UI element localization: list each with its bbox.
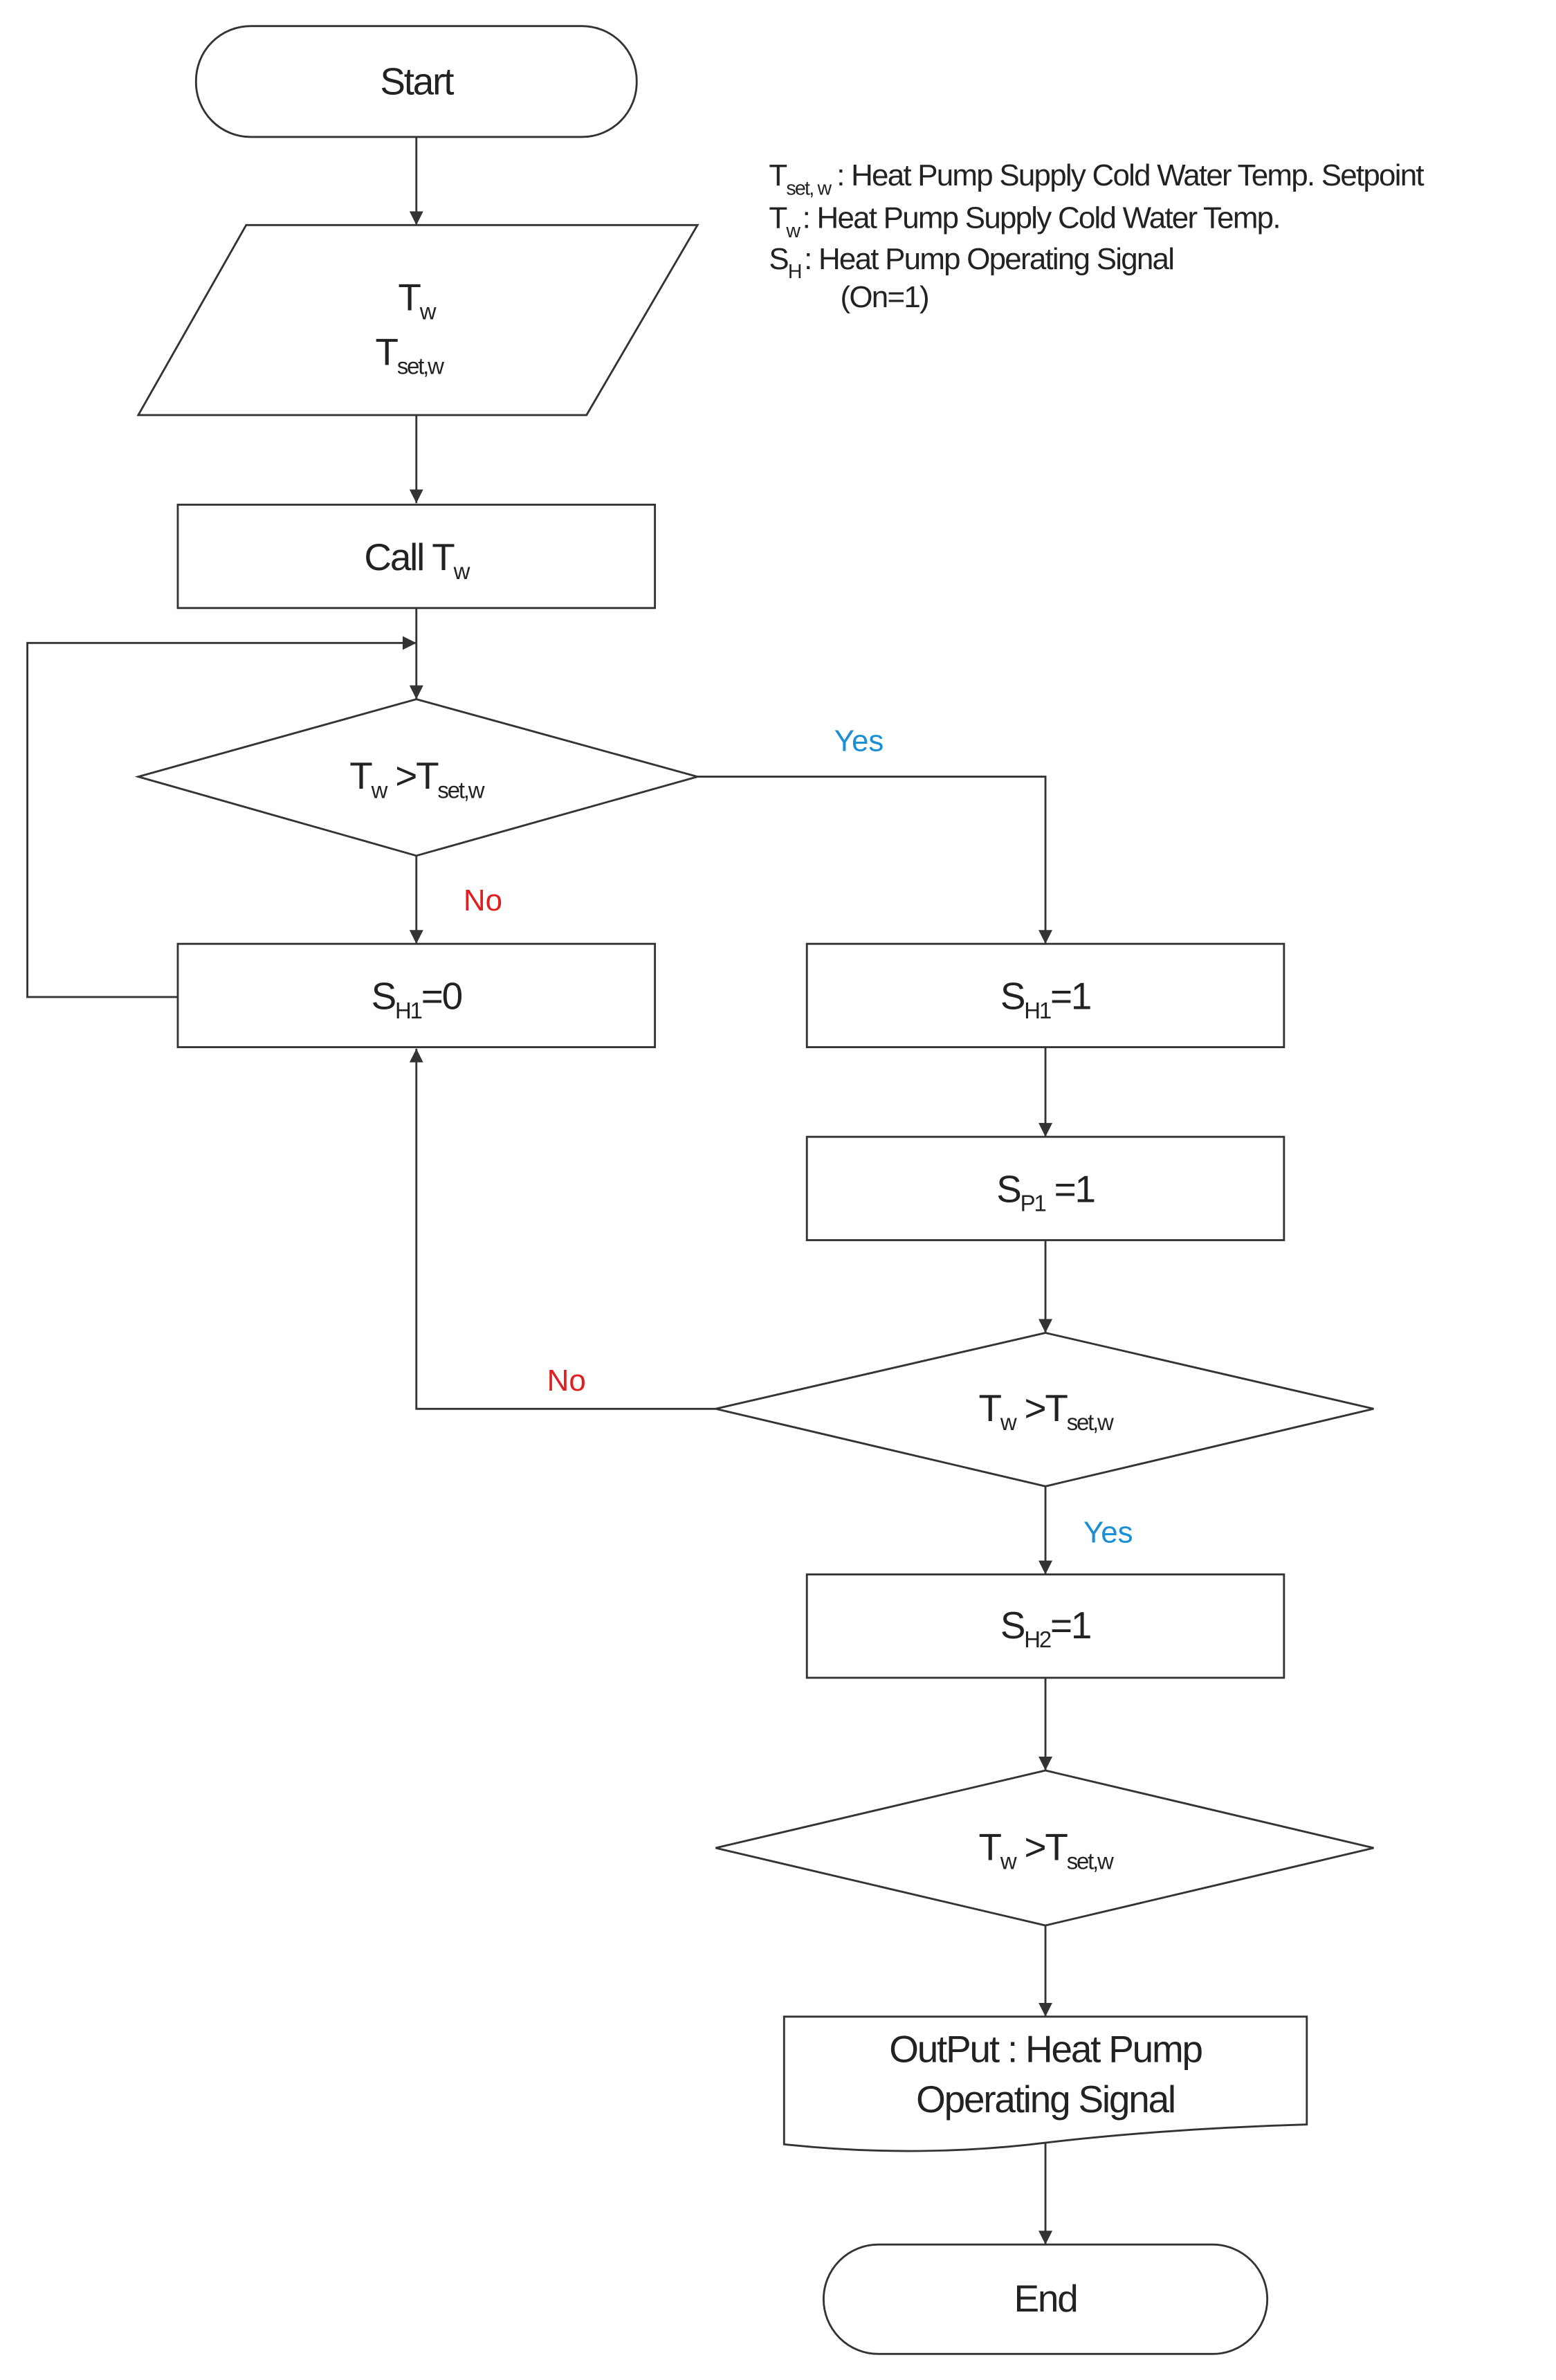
- legend-item: SH: Heat Pump Operating Signal: [769, 242, 1173, 283]
- no-label: No: [547, 1364, 586, 1398]
- legend-item: Tset, w: Heat Pump Supply Cold Water Tem…: [769, 158, 1424, 199]
- decision-3: Tw >Tset,w: [715, 1769, 1374, 1927]
- svg-text:Tw >Tset,w: Tw >Tset,w: [979, 1386, 1114, 1435]
- legend-item: (On=1): [841, 280, 928, 314]
- sh1-on-process: SH1=1: [805, 942, 1285, 1048]
- svg-text:SH1=1: SH1=1: [1000, 975, 1090, 1023]
- end-label: End: [1014, 2277, 1077, 2320]
- loop-arrow: [26, 636, 417, 998]
- legend: Tset, w: Heat Pump Supply Cold Water Tem…: [769, 158, 1425, 314]
- svg-text:Tw >Tset,w: Tw >Tset,w: [979, 1826, 1114, 1874]
- yes-label: Yes: [1083, 1516, 1133, 1550]
- svg-text:SP1 =1: SP1 =1: [996, 1168, 1095, 1216]
- connectors: [26, 136, 1053, 2245]
- sh1-off-process: SH1=0: [176, 942, 657, 1048]
- sp1-on-process: SP1 =1: [805, 1135, 1285, 1241]
- output-label: Operating Signal: [916, 2078, 1175, 2121]
- svg-text:SH2=1: SH2=1: [1000, 1604, 1090, 1652]
- output-document: OutPut : Heat Pump Operating Signal: [782, 2015, 1308, 2152]
- svg-text:SH1=0: SH1=0: [372, 975, 462, 1023]
- call-tw-process: Call Tw: [176, 504, 657, 610]
- no-arrow: [409, 1048, 716, 1410]
- decision-1: Tw >Tset,w: [134, 698, 702, 857]
- output-label: OutPut : Heat Pump: [889, 2028, 1202, 2071]
- yes-arrow: [697, 776, 1053, 944]
- sh2-on-process: SH2=1: [805, 1573, 1285, 1679]
- no-label: No: [464, 884, 502, 917]
- start-label: Start: [380, 60, 454, 102]
- decision-2: Tw >Tset,w: [715, 1331, 1374, 1488]
- legend-item: Tw: Heat Pump Supply Cold Water Temp.: [769, 201, 1279, 242]
- decision-label: Tw >Tset,w: [349, 754, 484, 803]
- yes-label: Yes: [834, 724, 884, 758]
- input-parallelogram: Tw Tset,w: [136, 223, 699, 416]
- input-tsetw: Tset,w: [375, 330, 444, 378]
- start-terminator: Start: [194, 25, 638, 138]
- end-terminator: End: [822, 2243, 1269, 2355]
